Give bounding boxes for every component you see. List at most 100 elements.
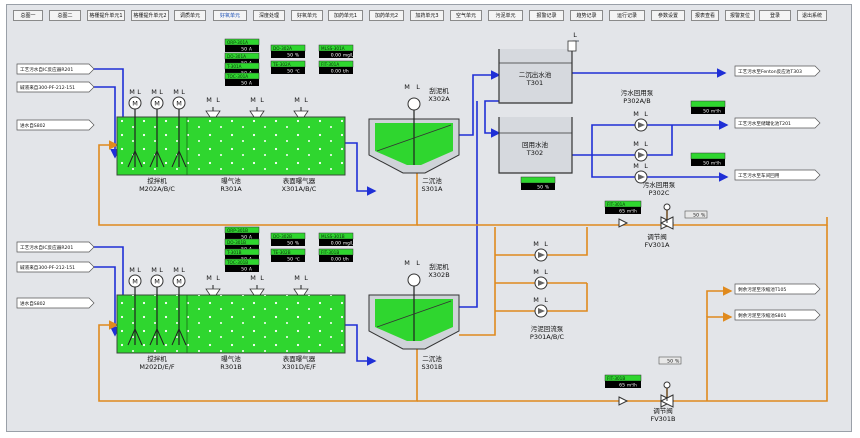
- reading-a-7-value: 0.00: [331, 53, 341, 59]
- nav-button-13[interactable]: 污泥单元: [488, 10, 523, 21]
- reading-a-6-value: 50: [287, 69, 293, 75]
- nav-button-3[interactable]: 格栅提升单元1: [87, 10, 125, 21]
- nav-button-10[interactable]: 加药单元2: [369, 10, 404, 21]
- nav-button-7[interactable]: 深度处理: [253, 10, 285, 21]
- fit-fv301b-unit: m³/h: [627, 383, 637, 388]
- clarifier-b: [368, 273, 460, 350]
- nav-button-17[interactable]: 参数设置: [651, 10, 685, 21]
- mixer-l-label: L: [181, 266, 185, 274]
- reading-a-4-unit: A: [249, 81, 252, 86]
- label-clar-a-name: 二沉池: [422, 176, 442, 185]
- fv301a-opening: 50%: [684, 210, 708, 219]
- label-surf-a-name: 表面曝气器: [283, 176, 316, 185]
- nav-button-4[interactable]: 格栅提升单元2: [131, 10, 169, 21]
- label-p302-tag: P302A/B: [623, 97, 650, 105]
- fit-p302a-value: 50: [703, 109, 709, 115]
- reading-b-8-value: 0.00: [331, 257, 341, 263]
- reading-b-7-unit: mg/L: [343, 241, 354, 246]
- t302-level-panel-unit: %: [545, 185, 549, 190]
- nav-button-5[interactable]: 调质单元: [174, 10, 206, 21]
- nav-button-14[interactable]: 报警记录: [529, 10, 564, 21]
- fit-p302a-unit: m³/h: [711, 109, 721, 114]
- reading-a-5-value: 50: [287, 53, 293, 59]
- nav-button-6[interactable]: 好氧单元: [213, 10, 247, 21]
- label-scraper-b-tag: X302B: [428, 271, 449, 279]
- io-label-out1: 工艺污水至Fenton反应池T303: [734, 65, 821, 77]
- reading-a-8-value: 0.00: [331, 69, 341, 75]
- mixer-m-label: M: [151, 88, 157, 96]
- io-label-a_in2: 碱液来自300-PF-212-151: [16, 81, 95, 93]
- tank-t302: [498, 117, 573, 174]
- label-surf-b-tag: X301D/E/F: [282, 363, 316, 371]
- nav-button-9[interactable]: 加药单元1: [328, 10, 363, 21]
- scraper-m-label: M: [404, 259, 410, 267]
- pump-m-label: M: [533, 240, 539, 248]
- label-aer-b-name: 曝气池: [221, 354, 241, 363]
- aerator-m-label: M: [206, 274, 212, 282]
- reading-a-1-tag: ORP-301A: [227, 40, 248, 45]
- nav-button-15[interactable]: 趋势记录: [570, 10, 603, 21]
- aerator-l-label: L: [260, 274, 264, 282]
- label-fv-b-tag: FV301B: [650, 415, 675, 423]
- fv301b-opening: 50%: [658, 356, 682, 365]
- nav-button-1[interactable]: 总图一: [13, 10, 43, 21]
- pump-m-label: M: [633, 110, 639, 118]
- label-mixer-a-tag: M202A/B/C: [139, 185, 175, 193]
- io-label-a_in1: 工艺污水自IC反应器R201: [16, 63, 95, 75]
- reading-b-4-unit: A: [249, 267, 252, 272]
- fit-fv301b-tag: FIT-301B: [607, 376, 625, 381]
- nav-button-16[interactable]: 运行记录: [609, 10, 645, 21]
- nav-button-12[interactable]: 空气单元: [450, 10, 482, 21]
- reading-b-6-unit: ℃: [295, 257, 300, 262]
- equipment-labels: 搅拌机M202A/B/C曝气池R301A表面曝气器X301A/B/C刮泥机X30…: [139, 31, 676, 423]
- mixer-m-label: M: [129, 266, 135, 274]
- io-label-text-a_in1: 工艺污水自IC反应器R201: [20, 66, 73, 73]
- fit-fv301a-tag: FIT-301A: [607, 202, 625, 207]
- nav-button-8[interactable]: 好氧单元: [291, 10, 323, 21]
- label-scraper-b-name: 刮泥机: [429, 262, 449, 271]
- reading-a-6-unit: ℃: [295, 69, 300, 74]
- pump-m-label: M: [633, 140, 639, 148]
- io-label-b_in3: 进水自S802: [16, 297, 95, 309]
- nav-button-19[interactable]: 报警复位: [725, 10, 755, 21]
- label-clar-b-tag: S301B: [422, 363, 443, 371]
- nav-button-20[interactable]: 登录: [759, 10, 791, 21]
- io-label-text-b_in1: 工艺污水自IC反应器R201: [20, 244, 73, 251]
- tank-t301: [498, 40, 577, 104]
- nav-button-11[interactable]: 加药单元3: [410, 10, 444, 21]
- fv301a-opening-value: 50: [693, 213, 699, 219]
- nav-button-21[interactable]: 退出系统: [797, 10, 827, 21]
- label-surf-a-tag: X301A/B/C: [282, 185, 317, 193]
- nav-button-18[interactable]: 报表查看: [691, 10, 719, 21]
- fv301b-opening-value: 50: [667, 359, 673, 365]
- label-p302c-tag: P302C: [649, 189, 670, 197]
- fit-fv301b-value: 65: [619, 383, 625, 389]
- mixer-m-letter: M: [132, 100, 138, 108]
- io-label-text-out1: 工艺污水至Fenton反应池T303: [738, 68, 802, 75]
- mixer-m-label: M: [151, 266, 157, 274]
- nav-button-2[interactable]: 总图二: [49, 10, 81, 21]
- label-clar-b-name: 二沉池: [422, 354, 442, 363]
- pump-l-label: L: [644, 110, 648, 118]
